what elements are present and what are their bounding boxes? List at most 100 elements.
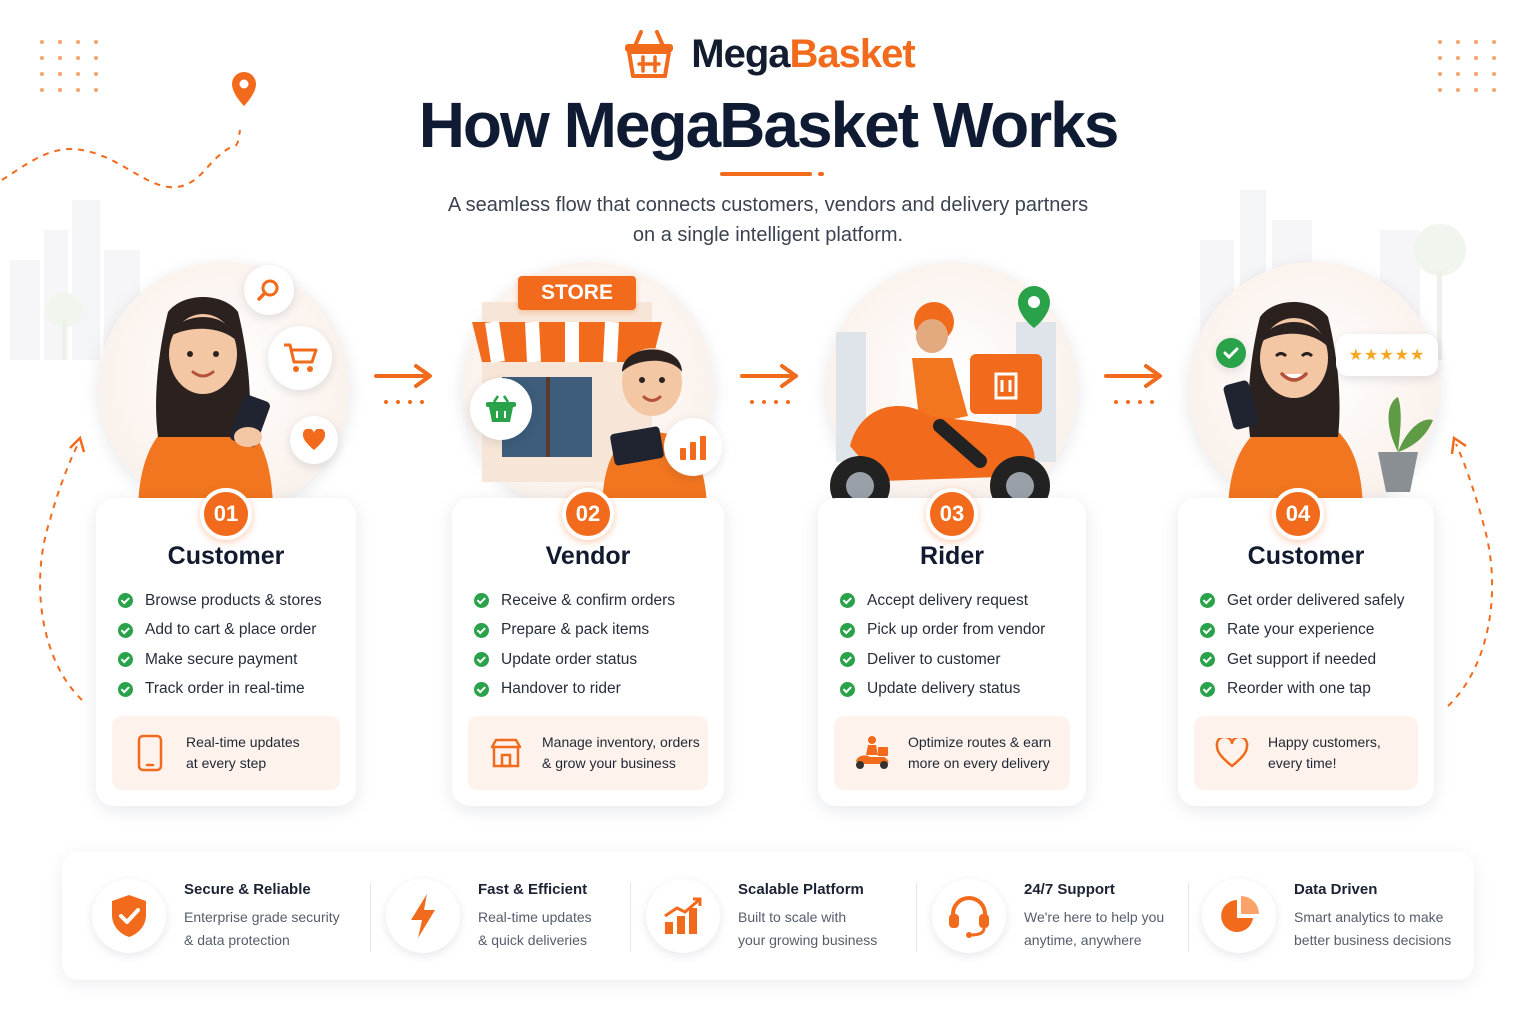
step-tip: Happy customers,every time! xyxy=(1194,716,1418,790)
customer-portrait xyxy=(98,262,350,514)
flow-arrow-2 xyxy=(740,364,798,404)
location-pin-icon xyxy=(1018,286,1050,328)
step-items: Browse products & stores Add to cart & p… xyxy=(118,586,322,704)
check-icon xyxy=(118,652,133,668)
flow-arrow-3 xyxy=(1104,364,1162,404)
step-tip: Manage inventory, orders& grow your busi… xyxy=(468,716,708,790)
title-underline-dot xyxy=(818,172,824,176)
search-bubble xyxy=(244,265,294,315)
analytics-bubble xyxy=(664,418,722,476)
check-icon xyxy=(474,681,489,697)
list-item: Reorder with one tap xyxy=(1200,675,1404,705)
list-item: Handover to rider xyxy=(474,675,675,705)
step-items: Get order delivered safely Rate your exp… xyxy=(1200,586,1404,704)
check-icon xyxy=(1200,622,1215,638)
basket-bubble xyxy=(470,378,532,440)
decor-skyline-left xyxy=(10,200,140,360)
check-icon xyxy=(474,622,489,638)
rating-stars: ★★★★★ xyxy=(1336,334,1438,376)
decor-dots-left xyxy=(40,40,112,104)
scooter-icon xyxy=(850,731,894,775)
page-title: How MegaBasket Works xyxy=(418,89,1120,161)
step-number-badge: 03 xyxy=(926,488,978,540)
check-icon xyxy=(1200,681,1215,697)
step-number-badge: 02 xyxy=(562,488,614,540)
step-title: Vendor xyxy=(545,542,631,570)
feature-divider xyxy=(370,882,371,952)
step-number-badge: 04 xyxy=(1272,488,1324,540)
check-bubble xyxy=(1216,338,1246,368)
check-icon xyxy=(1200,593,1215,609)
check-icon xyxy=(1200,652,1215,668)
list-item: Prepare & pack items xyxy=(474,616,675,646)
step-card-rider: Rider Accept delivery request Pick up or… xyxy=(818,498,1086,806)
check-icon xyxy=(1223,347,1239,359)
brand-header: MegaBasket xyxy=(0,26,1536,82)
step-card-vendor: Vendor Receive & confirm orders Prepare … xyxy=(452,498,724,806)
list-item: Add to cart & place order xyxy=(118,616,322,646)
step-title: Rider xyxy=(920,542,984,570)
vendor-store-illustration xyxy=(472,302,707,514)
feature-divider xyxy=(1188,882,1189,952)
list-item: Track order in real-time xyxy=(118,675,322,705)
list-item: Make secure payment xyxy=(118,645,322,675)
list-item: Update order status xyxy=(474,645,675,675)
step-items: Accept delivery request Pick up order fr… xyxy=(840,586,1045,704)
check-icon xyxy=(840,652,855,668)
bar-chart-icon xyxy=(680,436,706,460)
store-icon xyxy=(484,731,528,775)
loop-arc-left xyxy=(39,435,86,701)
happy-customer-illustration xyxy=(1223,302,1433,514)
phone-icon xyxy=(128,731,172,775)
decor-route-path xyxy=(1,72,256,189)
step-title: Customer xyxy=(1247,542,1365,570)
step-title: Customer xyxy=(167,542,285,570)
check-icon xyxy=(118,681,133,697)
check-icon xyxy=(474,652,489,668)
feature-divider xyxy=(916,882,917,952)
shield-check-icon xyxy=(92,879,166,953)
check-icon xyxy=(118,622,133,638)
step-card-happy-customer: Customer Get order delivered safely Rate… xyxy=(1178,498,1434,806)
decor-dots-right xyxy=(1438,40,1510,104)
title-underline xyxy=(720,172,812,176)
customer-illustration xyxy=(138,297,273,514)
cart-bubble xyxy=(268,326,332,390)
step-number-badge: 01 xyxy=(200,488,252,540)
step-items: Receive & confirm orders Prepare & pack … xyxy=(474,586,675,704)
search-icon xyxy=(257,279,279,301)
list-item: Rate your experience xyxy=(1200,616,1404,646)
cart-icon xyxy=(284,343,318,372)
list-item: Get order delivered safely xyxy=(1200,586,1404,616)
page-subtitle: A seamless flow that connects customers,… xyxy=(447,194,1089,246)
flow-arrow-1 xyxy=(374,364,432,404)
heart-bubble xyxy=(290,416,338,464)
happy-customer-portrait xyxy=(1188,262,1440,514)
feature-divider xyxy=(630,882,631,952)
list-item: Update delivery status xyxy=(840,675,1045,705)
list-item: Deliver to customer xyxy=(840,645,1045,675)
heart-icon xyxy=(302,429,326,450)
check-icon xyxy=(840,622,855,638)
list-item: Pick up order from vendor xyxy=(840,616,1045,646)
brand-name: MegaBasket xyxy=(691,31,915,76)
list-item: Get support if needed xyxy=(1200,645,1404,675)
step-card-customer: Customer Browse products & stores Add to… xyxy=(96,498,356,806)
check-icon xyxy=(840,681,855,697)
list-item: Accept delivery request xyxy=(840,586,1045,616)
store-sign: STORE xyxy=(518,276,636,310)
growth-chart-icon xyxy=(646,879,720,953)
headset-icon xyxy=(932,879,1006,953)
list-item: Receive & confirm orders xyxy=(474,586,675,616)
green-basket-icon xyxy=(486,395,516,422)
list-item: Browse products & stores xyxy=(118,586,322,616)
lightning-icon xyxy=(386,879,460,953)
